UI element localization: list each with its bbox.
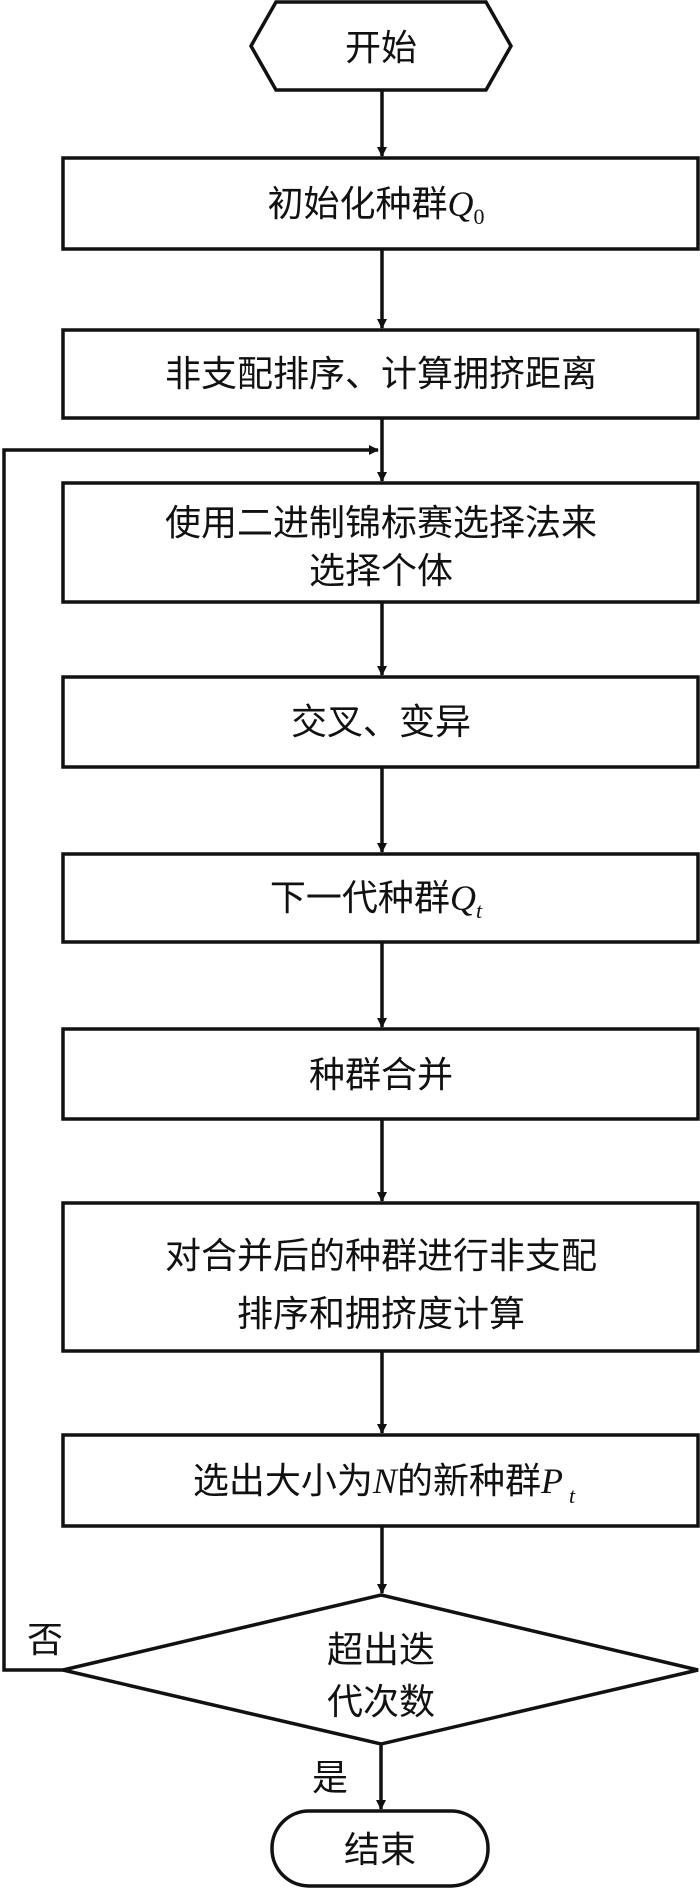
end-terminal: [270, 1809, 490, 1888]
step-select-box: [61, 481, 700, 604]
step-resort-label-line1: 对合并后的种群进行非支配: [165, 1236, 597, 1277]
step-sort-label: 非支配排序、计算拥挤距离: [165, 354, 597, 395]
step-cross-label: 交叉、变异: [291, 702, 471, 743]
step-resort-label-line2: 排序和拥挤度计算: [237, 1294, 525, 1335]
step-init-label: 初始化种群Q0: [267, 184, 484, 229]
step-resort-box: [61, 1201, 700, 1353]
step-select-label-line2: 选择个体: [309, 551, 453, 592]
connectors: [2, 90, 387, 1810]
step-merge-label: 种群合并: [309, 1055, 453, 1096]
yes-label: 是: [312, 1758, 348, 1799]
step-cross-box: [61, 675, 700, 769]
step-newpop-box: [61, 1433, 700, 1528]
no-label: 否: [27, 1620, 63, 1661]
step-select-label-line1: 使用二进制锦标赛选择法来: [165, 503, 597, 544]
decision-label-line1: 超出迭: [327, 1630, 435, 1671]
step-merge-box: [61, 1027, 700, 1121]
start-terminal: [248, 0, 514, 92]
step-init-box: [61, 156, 700, 251]
end-label: 结束: [344, 1830, 416, 1871]
loop-back-arrow: [2, 445, 379, 1672]
step-next-label: 下一代种群Qt: [270, 878, 483, 923]
step-next-box: [61, 852, 700, 944]
decision-label-line2: 代次数: [327, 1682, 435, 1723]
start-label: 开始: [345, 28, 417, 69]
